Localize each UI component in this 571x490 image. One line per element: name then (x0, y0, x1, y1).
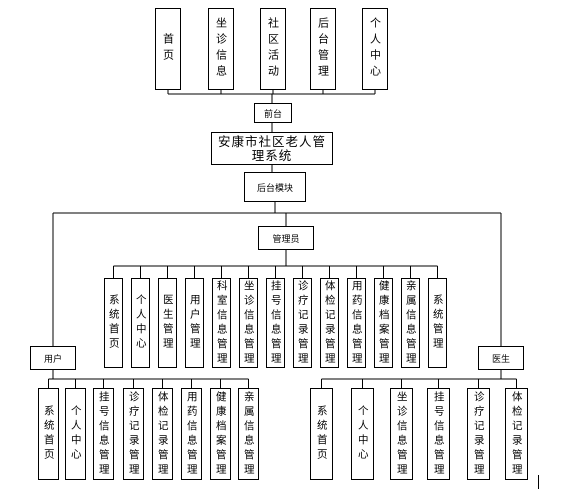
admin-function-box-4: 用户管理 (185, 278, 204, 368)
admin-function-box-12: 亲属信息管理 (401, 278, 420, 368)
doctor-function-box-3: 坐诊信息管理 (390, 388, 413, 480)
user-function-box-5: 体检记录管理 (152, 388, 173, 480)
user-function-box-2: 个人中心 (65, 388, 86, 480)
doctor-function-box-4: 挂号信息管理 (427, 388, 450, 480)
admin-function-box-6: 坐诊信息管理 (239, 278, 258, 368)
admin-function-box-3: 医生管理 (158, 278, 177, 368)
doctor-role-box: 医生 (478, 346, 524, 370)
text-cursor-mark (538, 475, 539, 489)
user-function-box-3: 挂号信息管理 (93, 388, 114, 480)
doctor-function-box-2: 个人中心 (351, 388, 374, 480)
doctor-function-box-1: 系统首页 (310, 388, 333, 480)
user-function-box-6: 用药信息管理 (181, 388, 202, 480)
system-title-box: 安康市社区老人管理系统 (211, 132, 333, 165)
frontend-page-box-5: 个人中心 (362, 8, 388, 90)
frontend-page-box-4: 后台管理 (310, 8, 336, 90)
admin-function-box-2: 个人中心 (131, 278, 150, 368)
admin-function-box-7: 挂号信息管理 (266, 278, 285, 368)
user-function-box-4: 诊疗记录管理 (123, 388, 144, 480)
doctor-function-box-6: 体检记录管理 (505, 388, 528, 480)
frontend-page-box-1: 首页 (155, 8, 181, 90)
admin-box: 管理员 (258, 226, 314, 250)
admin-function-box-5: 科室信息管理 (212, 278, 231, 368)
admin-function-box-1: 系统首页 (104, 278, 123, 368)
user-function-box-8: 亲属信息管理 (238, 388, 259, 480)
admin-function-box-11: 健康档案管理 (374, 278, 393, 368)
admin-function-box-9: 体检记录管理 (320, 278, 339, 368)
user-role-box: 用户 (30, 346, 76, 370)
admin-function-box-13: 系统管理 (428, 278, 447, 368)
admin-function-box-8: 诊疗记录管理 (293, 278, 312, 368)
frontend-page-box-3: 社区活动 (260, 8, 286, 90)
admin-function-box-10: 用药信息管理 (347, 278, 366, 368)
doctor-function-box-5: 诊疗记录管理 (467, 388, 490, 480)
backend-module-box: 后台模块 (244, 172, 306, 202)
frontend-page-box-2: 坐诊信息 (208, 8, 234, 90)
user-function-box-1: 系统首页 (38, 388, 59, 480)
user-function-box-7: 健康档案管理 (210, 388, 231, 480)
frontend-box: 前台 (254, 103, 292, 123)
